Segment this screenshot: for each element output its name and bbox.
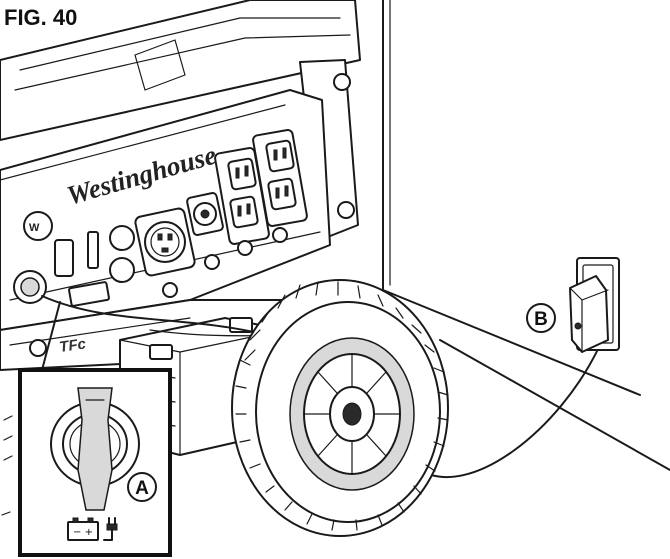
battery-charge-port [13,270,47,304]
battery-plug-icon: − + [67,517,118,541]
outlet-duplex-1 [214,147,270,245]
breaker-button [162,282,178,298]
callout-b: B [526,303,556,333]
battery-symbol: − + [73,527,93,538]
callout-b-label: B [534,309,548,330]
room-background [382,0,670,471]
outlet-twist-lock [134,207,196,277]
battery-charger-unit [569,275,609,353]
breaker-button [272,227,288,243]
inset-detail: − + A [18,368,172,557]
lower-knob [29,339,47,357]
wall-plug-charger-icon [569,257,620,353]
svg-text:W: W [29,222,40,234]
toggle-switch [87,231,99,269]
callout-a: A [127,472,157,502]
left-edge-marks [1,415,13,516]
display-panel [68,281,110,307]
figure-title: FIG. 40 [4,5,77,30]
outlet-duplex-2 [252,129,308,227]
breaker-button [204,254,220,270]
inset-leader [41,301,61,371]
main-switch [54,239,74,277]
port-cap [77,387,113,511]
frame-bolt [337,201,355,219]
control-knob [109,257,135,283]
brand-emblem [23,211,53,241]
model-mark: TFc [58,335,87,356]
outlet-small [186,192,224,236]
callout-a-label: A [135,478,149,499]
control-knob [109,225,135,251]
wheel-icon [231,279,449,537]
frame-bolt [333,73,351,91]
breaker-button [237,240,253,256]
